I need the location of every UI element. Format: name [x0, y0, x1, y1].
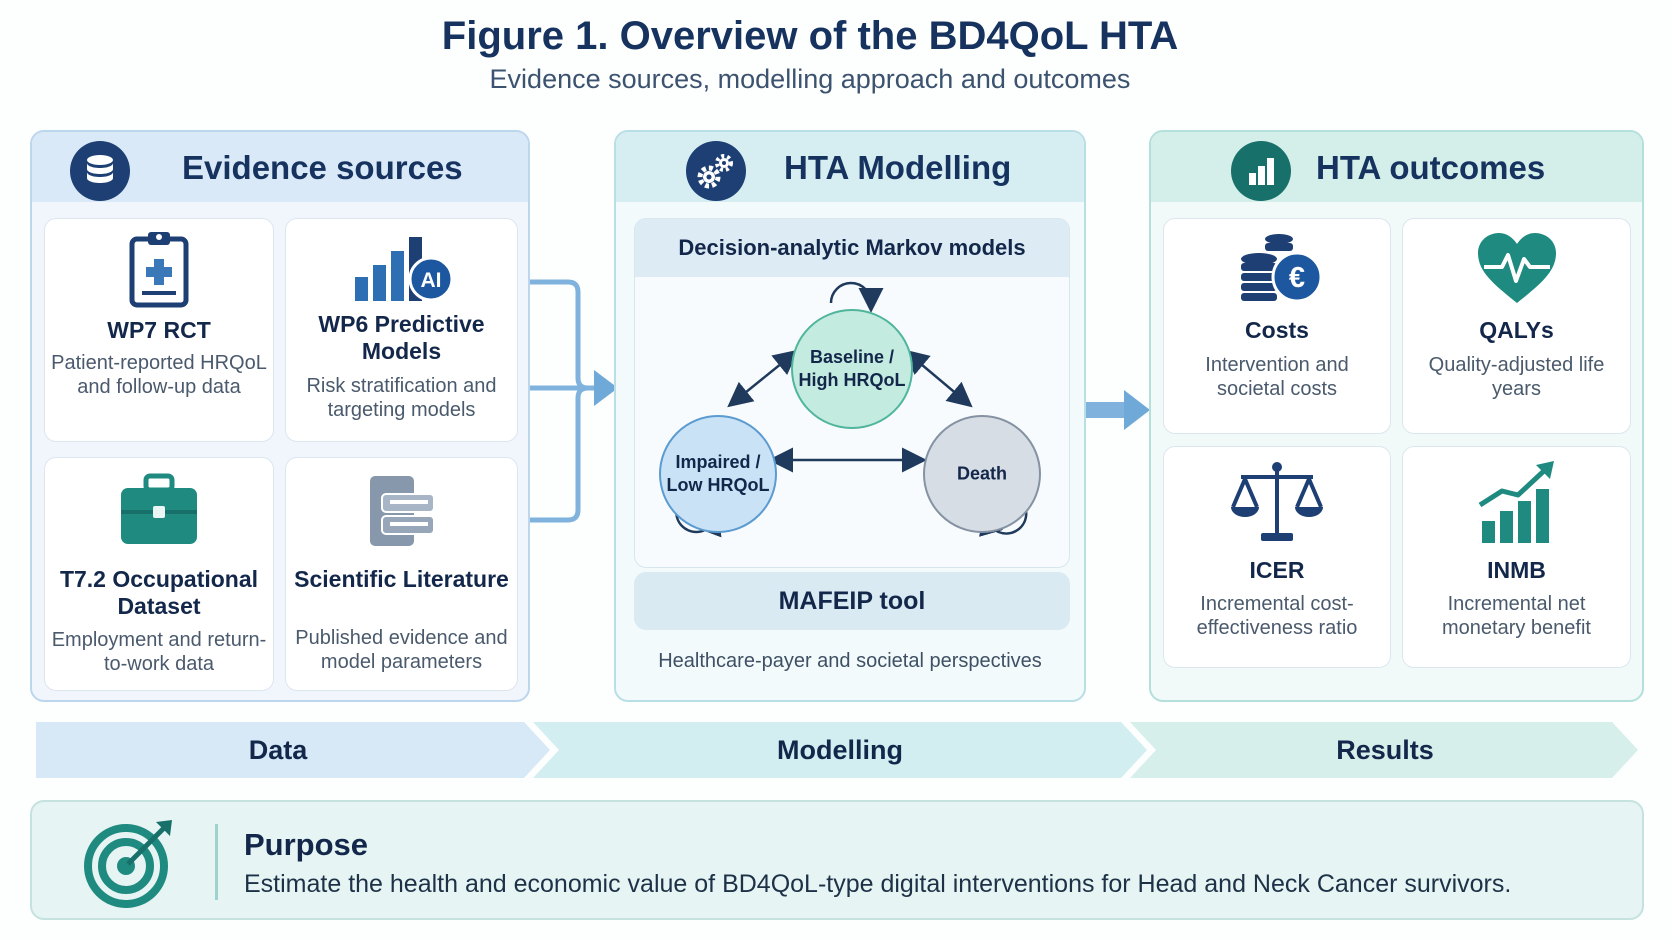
- purpose-box: Purpose Estimate the health and economic…: [30, 800, 1644, 920]
- euro-symbol: €: [1289, 262, 1305, 294]
- briefcase-icon: [45, 470, 273, 550]
- purpose-divider: [215, 824, 218, 900]
- hta-modelling-panel: HTA Modelling Decision-analytic Markov m…: [614, 130, 1086, 702]
- card-title: WP6 Predictive Models: [318, 311, 485, 364]
- figure-subtitle: Evidence sources, modelling approach and…: [489, 64, 1131, 94]
- gears-icon: [686, 141, 746, 201]
- outcome-card-inmb: INMB Incremental net monetary benefit: [1402, 446, 1631, 668]
- card-description: Employment and return-to-work data: [51, 629, 267, 675]
- transition-baseline-death: [903, 349, 973, 408]
- card-title: WP7 RCT: [107, 317, 211, 343]
- card-description: Quality-adjusted life years: [1428, 354, 1605, 400]
- card-description: Incremental cost-effectiveness ratio: [1196, 593, 1358, 639]
- outcome-card-qalys: QALYs Quality-adjusted life years: [1402, 218, 1631, 434]
- stage-modelling: Modelling: [533, 722, 1147, 778]
- state-impaired: Impaired / Low HRQoL: [659, 415, 777, 533]
- target-icon: [82, 814, 178, 915]
- coins-euro-icon: €: [1164, 229, 1390, 309]
- card-description: Incremental net monetary benefit: [1442, 593, 1591, 639]
- card-title: INMB: [1487, 557, 1546, 583]
- figure-title: Figure 1. Overview of the BD4QoL HTA: [441, 14, 1179, 58]
- evidence-card-wp7: WP7 RCT Patient-reported HRQoL and follo…: [44, 218, 274, 442]
- purpose-text: Estimate the health and economic value o…: [244, 870, 1512, 898]
- modelling-panel-header: HTA Modelling: [616, 132, 1084, 202]
- evidence-sources-panel: Evidence sources WP7 RCT Patient-reporte…: [30, 130, 530, 702]
- scales-icon: [1164, 459, 1390, 545]
- card-title: QALYs: [1479, 317, 1554, 343]
- evidence-panel-header: Evidence sources: [32, 132, 528, 202]
- ai-bar-chart-icon: AI: [286, 229, 517, 305]
- card-title: Scientific Literature: [294, 566, 509, 592]
- purpose-title: Purpose: [244, 827, 369, 862]
- evidence-panel-title: Evidence sources: [182, 149, 463, 186]
- card-title: ICER: [1249, 557, 1305, 583]
- modelling-panel-title: HTA Modelling: [784, 149, 1012, 186]
- stage-results: Results: [1130, 722, 1640, 778]
- evidence-card-wp6: AI WP6 Predictive Models Risk stratifica…: [285, 218, 518, 442]
- books-icon: [286, 470, 517, 550]
- outcome-card-icer: ICER Incremental cost-effectiveness rati…: [1163, 446, 1391, 668]
- outcomes-panel-header: HTA outcomes: [1151, 132, 1642, 202]
- bar-chart-icon: [1231, 141, 1291, 201]
- markov-model-box: Decision-analytic Markov models Baseline…: [634, 218, 1070, 568]
- heart-pulse-icon: [1403, 229, 1630, 309]
- mafeip-tool: MAFEIP tool: [634, 572, 1070, 630]
- markov-model-title: Decision-analytic Markov models: [635, 219, 1069, 277]
- ai-badge: AI: [420, 269, 441, 292]
- card-description: Patient-reported HRQoL and follow-up dat…: [51, 352, 267, 398]
- evidence-to-model-connector: [530, 279, 618, 523]
- clipboard-medical-icon: [45, 227, 273, 309]
- state-baseline: Baseline / High HRQoL: [791, 309, 913, 429]
- outcomes-panel-title: HTA outcomes: [1316, 149, 1546, 186]
- card-description: Risk stratification and targeting models: [306, 375, 497, 421]
- card-title: Costs: [1245, 317, 1309, 343]
- outcome-card-costs: € Costs Intervention and societal costs: [1163, 218, 1391, 434]
- state-death: Death: [923, 415, 1041, 533]
- database-icon: [70, 141, 130, 201]
- card-title: T7.2 Occupational Dataset: [59, 566, 259, 619]
- model-to-outcomes-arrow: [1086, 390, 1150, 430]
- stage-data: Data: [36, 722, 550, 778]
- growth-chart-icon: [1403, 457, 1630, 547]
- perspectives-note: Healthcare-payer and societal perspectiv…: [658, 650, 1042, 672]
- evidence-card-literature: Scientific Literature Published evidence…: [285, 457, 518, 691]
- hta-outcomes-panel: HTA outcomes € Costs Intervention and so…: [1149, 130, 1644, 702]
- evidence-card-t72: T7.2 Occupational Dataset Employment and…: [44, 457, 274, 691]
- card-description: Intervention and societal costs: [1205, 354, 1349, 400]
- transition-baseline-impaired: [727, 349, 799, 408]
- card-description: Published evidence and model parameters: [295, 627, 508, 673]
- self-loop-baseline: [829, 281, 884, 313]
